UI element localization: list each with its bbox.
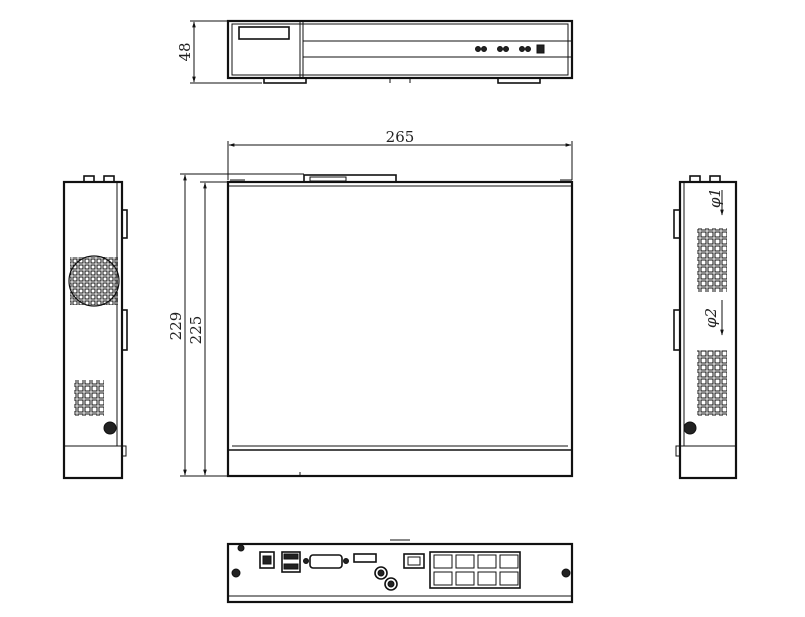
hole-2-dimension-label: φ2 bbox=[702, 308, 720, 328]
audio-port-1 bbox=[374, 566, 388, 580]
right-foot-screw bbox=[683, 421, 697, 435]
front-view: 48 bbox=[176, 19, 574, 84]
poe-ports bbox=[429, 551, 521, 589]
left-vent-slots bbox=[74, 380, 104, 416]
rear-view bbox=[226, 539, 574, 604]
depth-inner-dimension-label: 225 bbox=[187, 316, 205, 345]
height-dimension-label: 48 bbox=[176, 42, 194, 61]
right-vent-slots-upper bbox=[697, 228, 727, 292]
right-vent-slots-lower bbox=[697, 350, 727, 416]
hdmi-port bbox=[353, 553, 377, 563]
usb-ports bbox=[281, 551, 301, 573]
fan-grill bbox=[68, 255, 120, 307]
audio-port-2 bbox=[384, 577, 398, 591]
top-view: 265 229 225 bbox=[167, 128, 574, 478]
left-side-view bbox=[62, 175, 128, 480]
vga-port bbox=[309, 554, 343, 569]
front-led-indicators bbox=[475, 44, 545, 54]
hole-1-dimension-label: φ1 bbox=[706, 188, 724, 208]
width-dimension-label: 265 bbox=[386, 128, 415, 146]
power-connector bbox=[259, 551, 275, 569]
left-foot-screw bbox=[103, 421, 117, 435]
front-display-window bbox=[238, 26, 290, 40]
depth-outer-dimension-label: 229 bbox=[167, 312, 185, 341]
lan-port bbox=[403, 553, 425, 569]
right-side-view: φ1 φ2 bbox=[673, 175, 738, 480]
